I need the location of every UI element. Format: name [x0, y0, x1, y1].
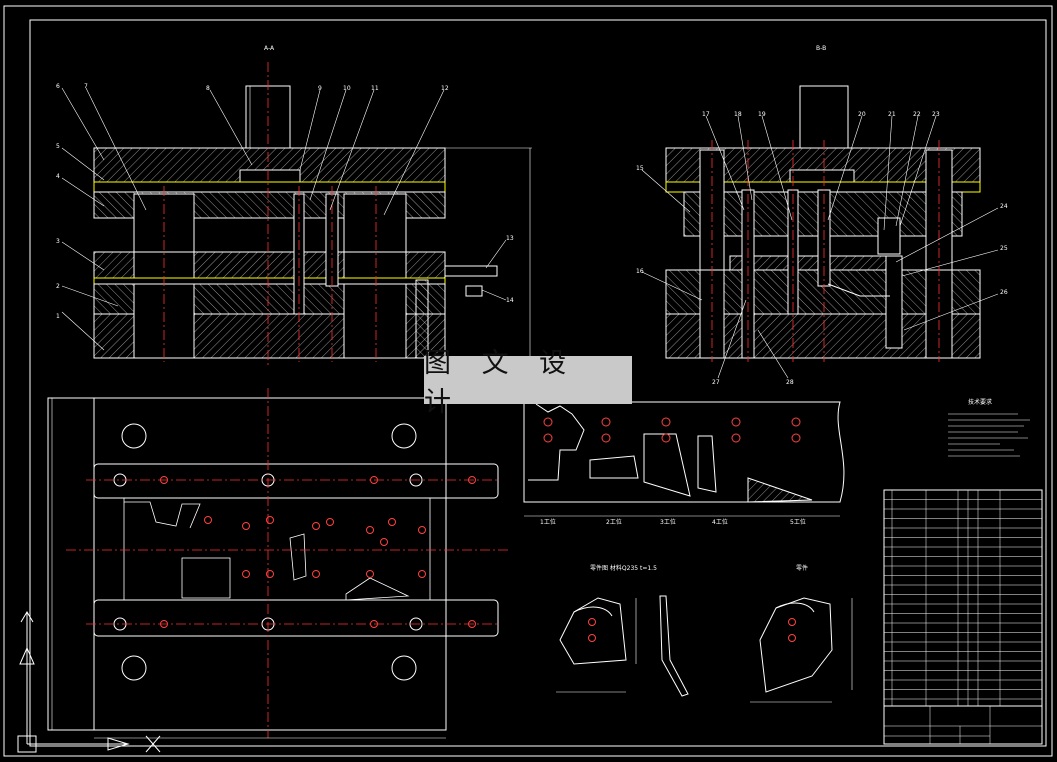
strip-stage-4: 4工位 — [712, 518, 728, 526]
part-label-6: 6 — [56, 83, 60, 90]
part-label-21: 21 — [888, 111, 896, 118]
part-label-25: 25 — [1000, 245, 1008, 252]
strip-stage-1: 1工位 — [540, 518, 556, 526]
part-label-14: 14 — [506, 297, 514, 304]
part-detail-a: 零件图 材料Q235 t=1.5 — [556, 564, 689, 697]
right-section-title: B-B — [816, 45, 826, 52]
part-label-20: 20 — [858, 111, 866, 118]
part-label-5: 5 — [56, 143, 60, 150]
part-label-17: 17 — [702, 111, 710, 118]
strip-stage-5: 5工位 — [790, 518, 806, 526]
part-label-11: 11 — [371, 85, 379, 92]
part-label-3: 3 — [56, 238, 60, 245]
strip-layout: 1工位 2工位 3工位 4工位 5工位 — [523, 401, 845, 526]
part-detail-b: 零件 — [750, 564, 853, 703]
part-label-4: 4 — [56, 173, 60, 180]
part-label-18: 18 — [734, 111, 742, 118]
part-label-28: 28 — [786, 379, 794, 386]
plan-view — [47, 388, 510, 739]
left-section-title: A-A — [264, 45, 275, 52]
part-label-9: 9 — [318, 85, 322, 92]
part-a-title: 零件图 材料Q235 t=1.5 — [590, 564, 657, 572]
notes-title: 技术要求 — [968, 398, 992, 406]
part-label-26: 26 — [1000, 289, 1008, 296]
part-b-title: 零件 — [796, 564, 808, 572]
part-label-27: 27 — [712, 379, 720, 386]
part-label-22: 22 — [913, 111, 921, 118]
ucs-symbol — [17, 611, 161, 753]
part-label-12: 12 — [441, 85, 449, 92]
part-label-19: 19 — [758, 111, 766, 118]
part-label-10: 10 — [343, 85, 351, 92]
inner-border — [29, 19, 1047, 747]
part-label-2: 2 — [56, 283, 60, 290]
part-label-8: 8 — [206, 85, 210, 92]
left-section-view: A-A — [56, 45, 532, 368]
watermark: 图 文 设 计 — [424, 348, 632, 418]
part-label-16: 16 — [636, 268, 644, 275]
part-label-7: 7 — [84, 83, 88, 90]
right-section-view: B-B — [636, 45, 1008, 386]
part-label-24: 24 — [1000, 203, 1008, 210]
part-label-15: 15 — [636, 165, 644, 172]
part-label-1: 1 — [56, 313, 60, 320]
strip-stage-3: 3工位 — [660, 518, 676, 526]
part-label-13: 13 — [506, 235, 514, 242]
outer-border — [3, 5, 1053, 757]
parts-list-table — [883, 489, 1043, 745]
part-label-23: 23 — [932, 111, 940, 118]
strip-stage-2: 2工位 — [606, 518, 622, 526]
technical-notes: 技术要求 — [948, 398, 1030, 457]
